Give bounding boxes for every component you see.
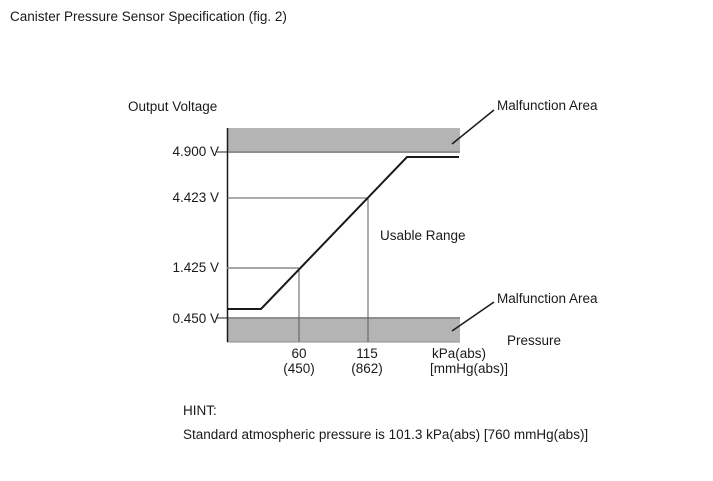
malfunction-band-bottom: [227, 319, 460, 342]
y-tick-1425mv: 1.425 V: [172, 260, 219, 275]
usable-range-label: Usable Range: [380, 228, 466, 243]
x-axis-label: Pressure: [507, 333, 562, 348]
hint-text: Standard atmospheric pressure is 101.3 k…: [183, 427, 589, 442]
x-unit-mmhg: [mmHg(abs)]: [430, 361, 509, 376]
malfunction-area-label-top: Malfunction Area: [497, 98, 598, 113]
malfunction-band-top: [227, 128, 460, 151]
figure-title: Canister Pressure Sensor Specification (…: [10, 9, 287, 24]
leader-line-malfunction-bottom: [451, 301, 495, 332]
x-tick-115kpa: 115: [356, 346, 378, 361]
x-tick-862mmhg: (862): [351, 361, 383, 376]
malfunction-area-label-bottom: Malfunction Area: [497, 291, 598, 306]
y-tick-450mv: 0.450 V: [172, 311, 219, 326]
y-tick-4423mv: 4.423 V: [172, 190, 219, 205]
x-unit-kpa: kPa(abs): [432, 346, 487, 361]
hint-label: HINT:: [183, 403, 217, 418]
x-tick-450mmhg: (450): [283, 361, 315, 376]
leader-line-malfunction-top: [451, 109, 495, 145]
x-tick-60kpa: 60: [291, 346, 307, 361]
y-axis-label: Output Voltage: [128, 99, 218, 114]
y-tick-4900mv: 4.900 V: [172, 144, 219, 159]
